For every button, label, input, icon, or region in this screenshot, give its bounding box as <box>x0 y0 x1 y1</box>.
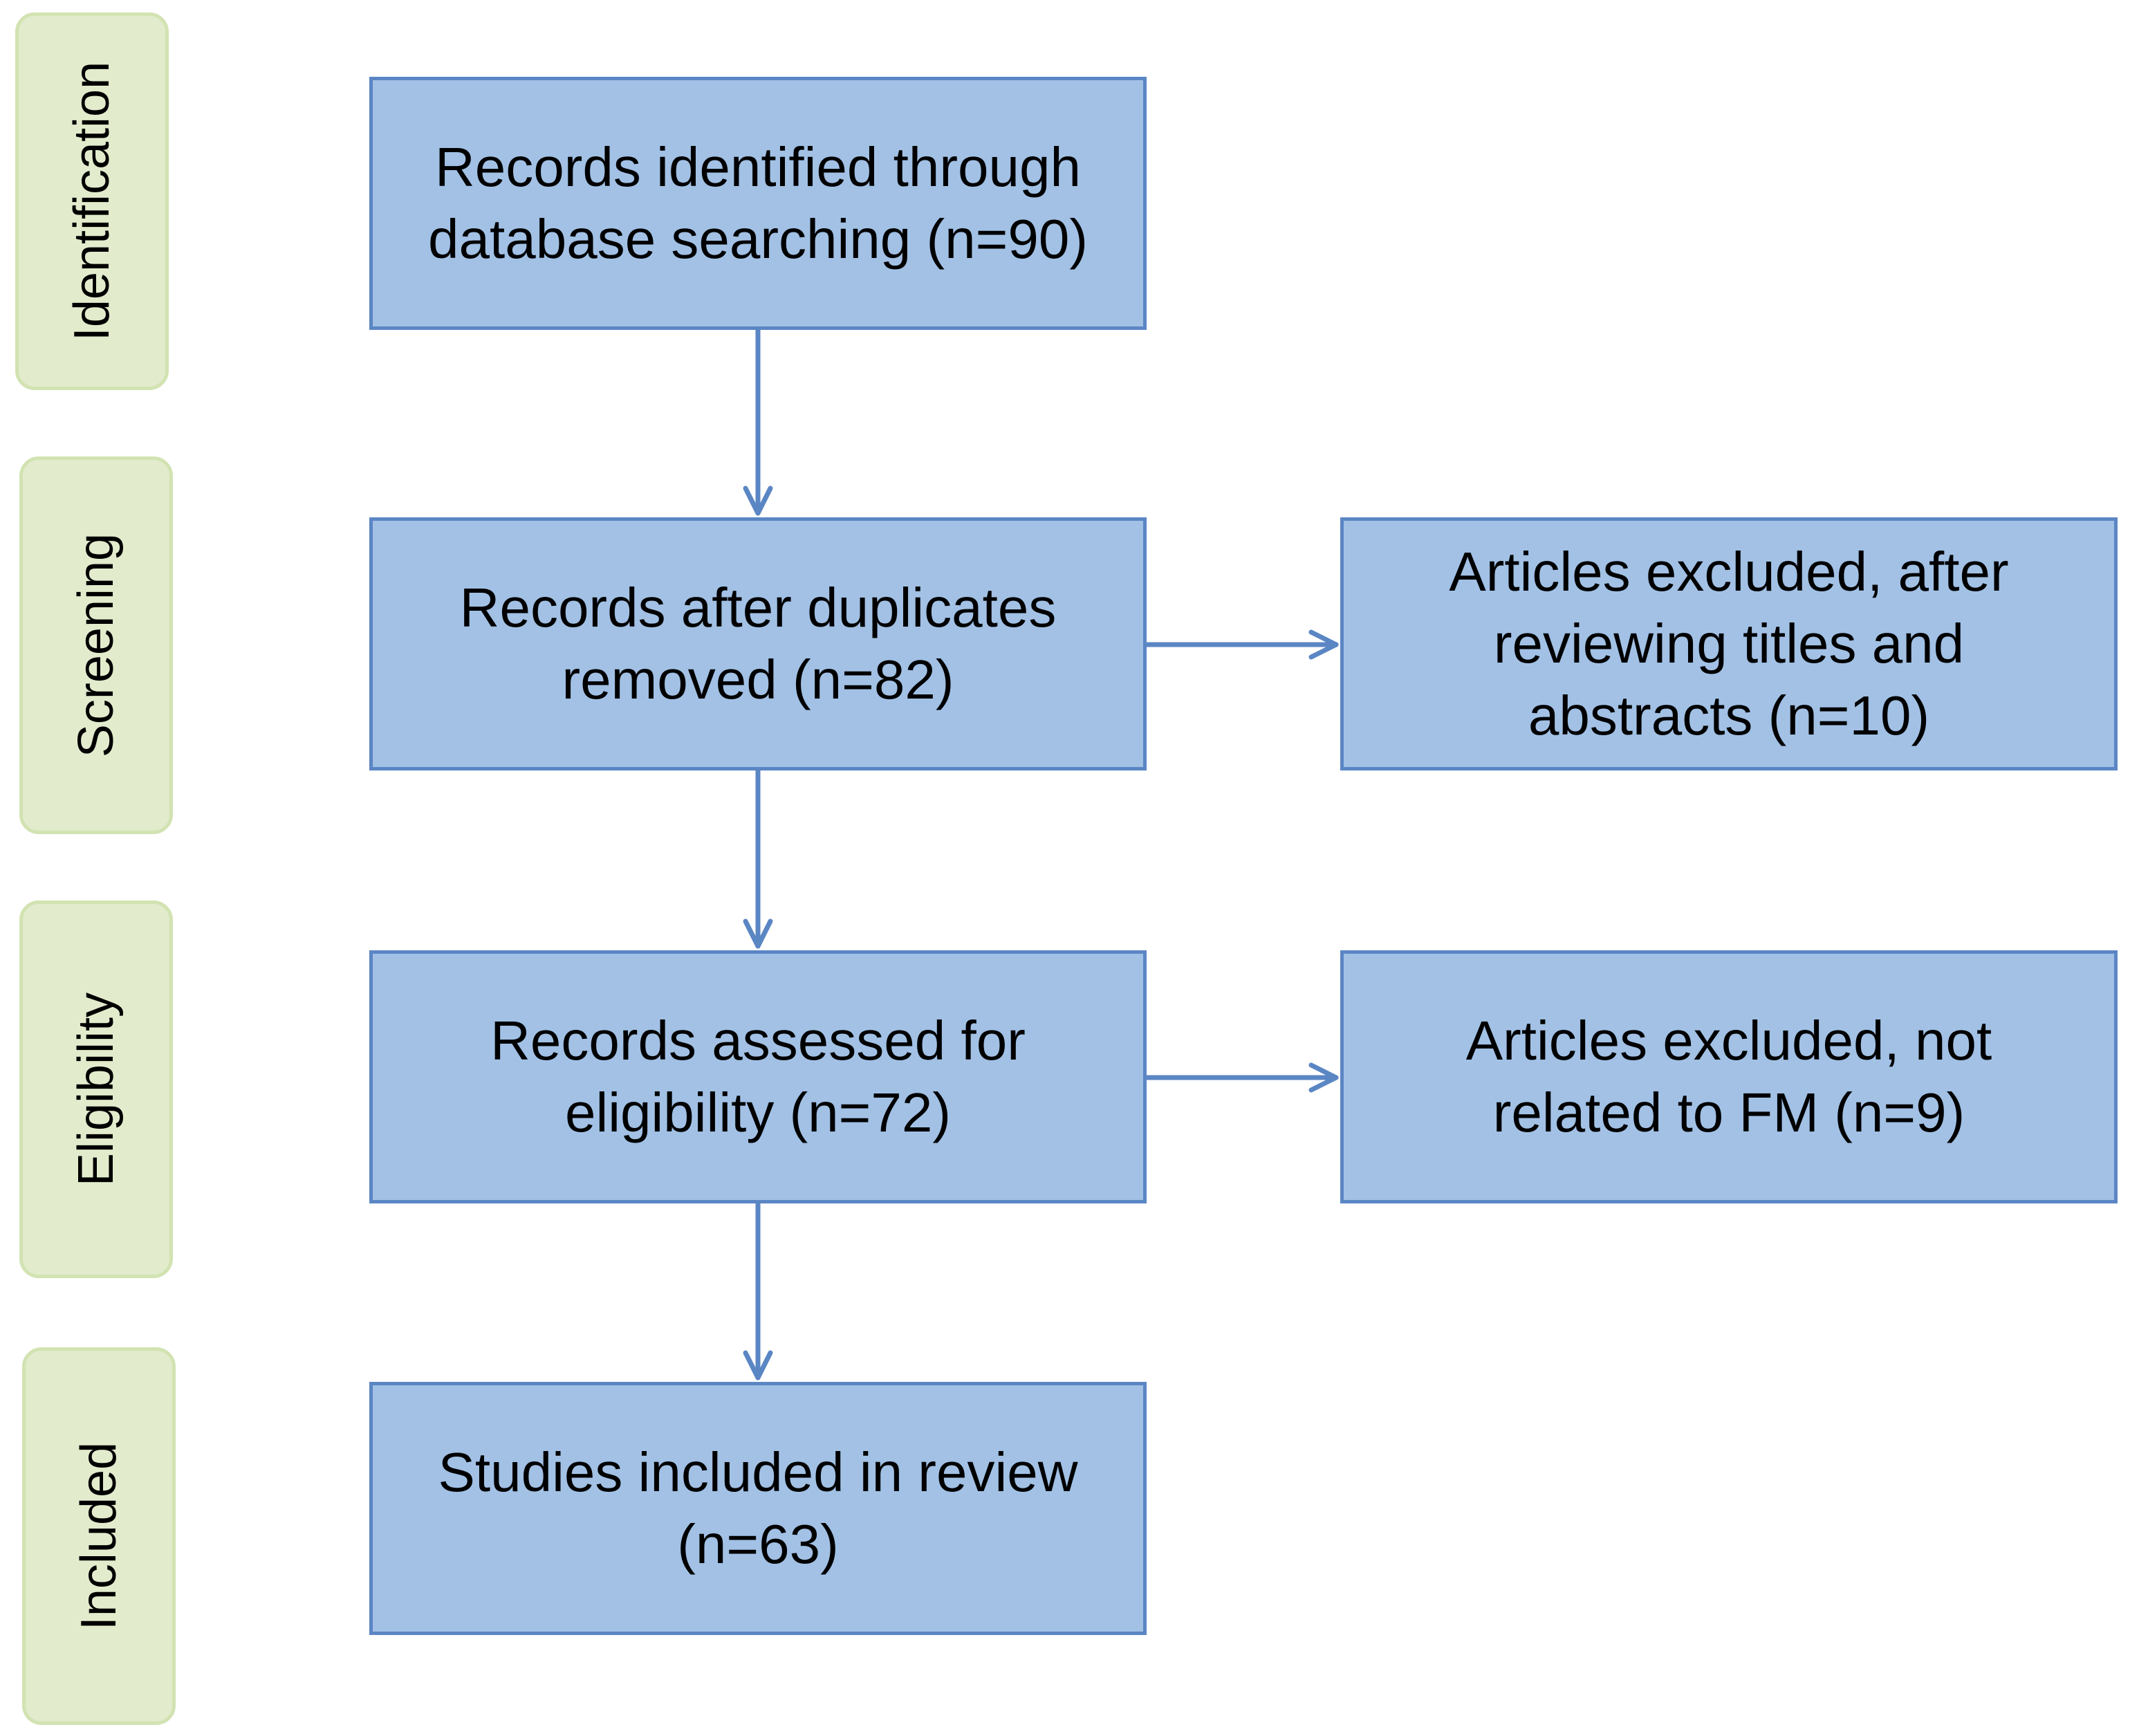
box-articles-excluded-titles-line1: Articles excluded, after <box>1449 541 2009 602</box>
stage-included: Included <box>22 1347 176 1725</box>
box-articles-excluded-titles-line2: reviewing titles and <box>1493 613 1965 674</box>
stage-identification: Identification <box>15 12 169 390</box>
box-studies-included-line2: (n=63) <box>677 1513 839 1575</box>
box-studies-included-line1: Studies included in review <box>438 1441 1078 1503</box>
box-records-after-duplicates-line1: Records after duplicates <box>459 577 1057 638</box>
arrowhead-duplicates-to-assessed <box>743 918 773 949</box>
box-studies-included: Studies included in review (n=63) <box>369 1382 1147 1635</box>
arrowhead-assessed-to-included <box>743 1350 773 1381</box>
box-records-assessed-line1: Records assessed for <box>490 1010 1026 1071</box>
stage-screening: Screening <box>19 456 173 834</box>
arrowhead-duplicates-to-excluded-titles <box>1308 629 1339 660</box>
box-records-identified-line2: database searching (n=90) <box>428 208 1088 270</box>
box-records-identified-line1: Records identified through <box>435 136 1081 198</box>
box-articles-excluded-fm-line2: related to FM (n=9) <box>1492 1082 1965 1143</box>
box-records-after-duplicates-line2: removed (n=82) <box>562 649 954 710</box>
box-records-identified: Records identified through database sear… <box>369 77 1147 330</box>
box-articles-excluded-titles-line3: abstracts (n=10) <box>1528 685 1930 746</box>
box-articles-excluded-fm: Articles excluded, not related to FM (n=… <box>1340 950 2118 1203</box>
arrowhead-assessed-to-excluded-fm <box>1308 1062 1339 1093</box>
box-records-after-duplicates: Records after duplicates removed (n=82) <box>369 517 1147 770</box>
arrowhead-identified-to-duplicates <box>743 486 773 516</box>
box-articles-excluded-titles: Articles excluded, after reviewing title… <box>1340 517 2118 770</box>
stage-eligibility: Eligibility <box>19 901 173 1278</box>
box-articles-excluded-fm-line1: Articles excluded, not <box>1465 1010 1992 1071</box>
box-records-assessed: Records assessed for eligibility (n=72) <box>369 950 1147 1203</box>
box-records-assessed-line2: eligibility (n=72) <box>564 1082 952 1143</box>
